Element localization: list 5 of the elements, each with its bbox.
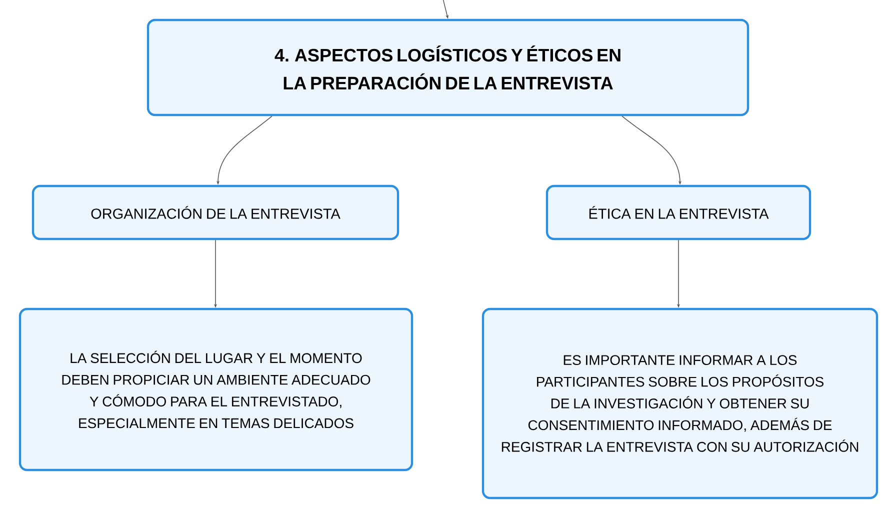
description-box: ES IMPORTANTE INFORMAR A LOS PARTICIPANTES SOBRE LOS PROPÓSITOS DE LA INVESTIGACIÓN Y OBTENER SU CONSENTIMIENTO INFORMADO, ADEMÁS DE REGISTRAR LA ENTREVISTA CON SU AUTORIZACIÓN (482, 308, 878, 500)
topic-box: ORGANIZACIÓN DE LA ENTREVISTA (32, 184, 400, 240)
topic-box: ÉTICA EN LA ENTREVISTA (546, 184, 812, 240)
title-box: 4. ASPECTOS LOGÍSTICOS Y ÉTICOS EN LA PREPARACIÓN DE LA ENTREVISTA (146, 18, 750, 116)
description-box: LA SELECCIÓN DEL LUGAR Y EL MOMENTO DEBEN PROPICIAR UN AMBIENTE ADECUADO Y CÓMODO PARA EL ENTREVISTADO, ESPECIALMENTE EN TEMAS DELICADOS (18, 308, 414, 472)
